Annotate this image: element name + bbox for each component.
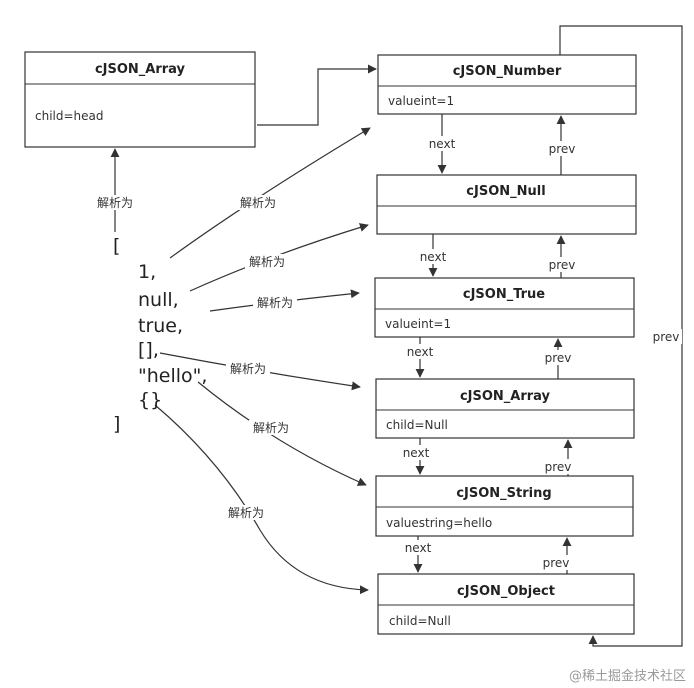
prev-label-3: prev xyxy=(545,351,572,365)
parse-label-true: 解析为 xyxy=(257,296,293,310)
node-null-title: cJSON_Null xyxy=(466,184,545,199)
parse-label-root: 解析为 xyxy=(97,196,133,210)
prev-label-5: prev xyxy=(543,556,570,570)
root-array-title: cJSON_Array xyxy=(95,62,186,77)
node-array-title: cJSON_Array xyxy=(460,389,551,404)
node-array-box: cJSON_Array child=Null xyxy=(375,378,635,439)
next-label-4: next xyxy=(403,446,430,460)
next-label-3: next xyxy=(407,345,434,359)
json-item-5: "hello", xyxy=(138,365,207,387)
node-number-title: cJSON_Number xyxy=(453,64,562,79)
parse-label-number: 解析为 xyxy=(240,196,276,210)
json-item-4: [], xyxy=(138,339,159,361)
node-true-title: cJSON_True xyxy=(463,287,545,302)
node-string-title: cJSON_String xyxy=(456,486,551,501)
node-array-field: child=Null xyxy=(386,418,448,432)
json-open-bracket: [ xyxy=(113,235,120,257)
node-object-title: cJSON_Object xyxy=(457,584,555,599)
json-item-3: true, xyxy=(138,315,183,337)
parse-label-string: 解析为 xyxy=(253,421,289,435)
parse-label-object: 解析为 xyxy=(228,506,264,520)
node-null-box: cJSON_Null xyxy=(376,174,637,235)
prev-label-4: prev xyxy=(545,460,572,474)
node-number-box: cJSON_Number valueint=1 xyxy=(377,54,637,115)
next-label-1: next xyxy=(429,137,456,151)
node-number-field: valueint=1 xyxy=(388,94,454,108)
prev-label-1: prev xyxy=(549,142,576,156)
json-item-6: {} xyxy=(138,389,162,411)
next-labels: next next next next next xyxy=(401,136,458,555)
node-true-field: valueint=1 xyxy=(385,317,451,331)
next-label-5: next xyxy=(405,541,432,555)
parse-arrow-string xyxy=(197,381,367,486)
next-label-2: next xyxy=(420,250,447,264)
json-close-bracket: ] xyxy=(113,413,120,435)
json-source: [ 1, null, true, [], "hello", {} ] xyxy=(113,235,207,435)
prev-labels: prev prev prev prev prev prev xyxy=(540,141,682,570)
prev-label-loop: prev xyxy=(653,330,680,344)
parse-label-null: 解析为 xyxy=(249,255,285,269)
json-item-2: null, xyxy=(138,289,179,311)
parse-labels: 解析为 解析为 解析为 解析为 解析为 解析为 xyxy=(224,195,297,520)
root-array-box: cJSON_Array child=head xyxy=(24,51,256,148)
child-pointer-arrow xyxy=(257,64,377,126)
watermark: @稀土掘金技术社区 xyxy=(569,668,686,684)
node-true-box: cJSON_True valueint=1 xyxy=(374,277,635,338)
node-object-box: cJSON_Object child=Null xyxy=(377,573,635,635)
prev-label-2: prev xyxy=(549,258,576,272)
node-string-field: valuestring=hello xyxy=(386,516,492,530)
root-array-field: child=head xyxy=(35,109,104,123)
node-object-field: child=Null xyxy=(389,614,451,628)
node-string-box: cJSON_String valuestring=hello xyxy=(375,475,634,537)
json-item-1: 1, xyxy=(138,261,156,283)
parse-arrow-object xyxy=(154,404,369,595)
parse-label-array: 解析为 xyxy=(230,362,266,376)
